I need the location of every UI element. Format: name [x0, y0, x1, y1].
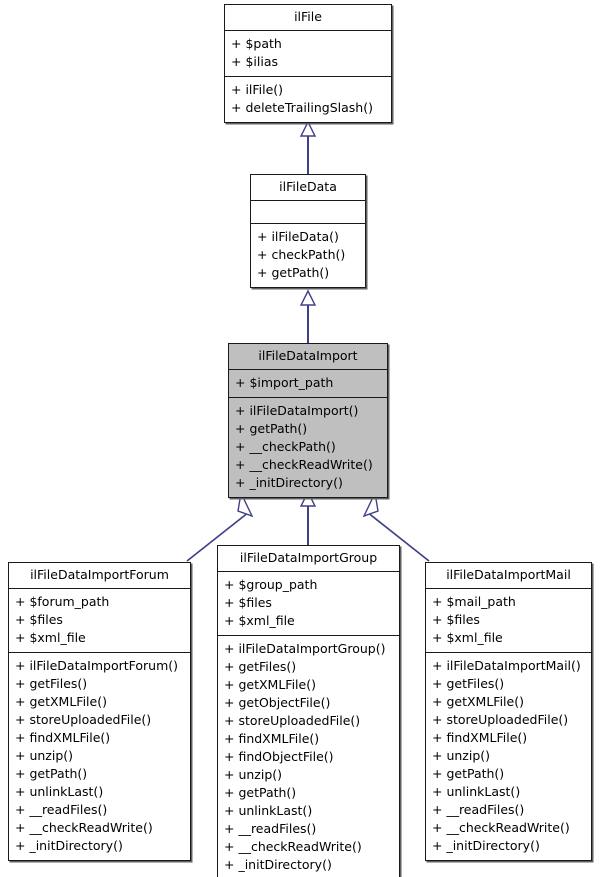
- method-row: + getPath(): [432, 766, 505, 781]
- class-separator: [9, 588, 190, 589]
- attributes-compartment-ilFileDataImport: + $import_path: [229, 370, 387, 397]
- method-row: + unlinkLast(): [432, 784, 521, 799]
- method-row: + __checkReadWrite(): [224, 839, 362, 854]
- method-row: + __checkReadWrite(): [432, 820, 570, 835]
- method-row: + unzip(): [15, 748, 74, 763]
- method-row: + storeUploadedFile(): [224, 713, 361, 728]
- class-box-ilFileDataImportForum[interactable]: ilFileDataImportForum + $forum_path + $f…: [8, 562, 191, 861]
- method-row: + getXMLFile(): [224, 677, 316, 692]
- method-row: + _initDirectory(): [15, 838, 123, 853]
- methods-compartment-ilFile: + ilFile() + deleteTrailingSlash(): [225, 77, 391, 122]
- method-row: + __readFiles(): [432, 802, 525, 817]
- method-row: + getPath(): [257, 265, 330, 280]
- method-row: + _initDirectory(): [224, 857, 332, 872]
- method-row: + storeUploadedFile(): [432, 712, 569, 727]
- class-name-ilFileDataImportGroup: ilFileDataImportGroup: [239, 550, 378, 565]
- method-row: + _initDirectory(): [235, 475, 343, 490]
- method-row: + getPath(): [235, 421, 308, 436]
- class-separator: [229, 369, 387, 370]
- method-row: + __checkReadWrite(): [235, 457, 373, 472]
- methods-compartment-ilFileDataImportGroup: + ilFileDataImportGroup() + getFiles() +…: [218, 636, 399, 877]
- class-box-ilFileDataImport[interactable]: ilFileDataImport + $import_path + ilFile…: [228, 343, 388, 498]
- attribute-row: + $forum_path: [15, 594, 110, 609]
- method-row: + getPath(): [15, 766, 88, 781]
- method-row: + storeUploadedFile(): [15, 712, 152, 727]
- class-separator: [426, 652, 591, 653]
- method-row: + checkPath(): [257, 247, 346, 262]
- method-row: + getXMLFile(): [432, 694, 524, 709]
- methods-compartment-ilFileDataImportMail: + ilFileDataImportMail() + getFiles() + …: [426, 653, 591, 860]
- attribute-row: + $xml_file: [224, 613, 295, 628]
- class-name-ilFileData: ilFileData: [279, 179, 337, 194]
- class-separator: [251, 223, 365, 224]
- method-row: + __checkPath(): [235, 439, 336, 454]
- edge-ilFileDataImport-to-ilFileData: [299, 289, 317, 343]
- class-box-ilFile[interactable]: ilFile + $path + $ilias + ilFile() + del…: [224, 4, 392, 123]
- attributes-compartment-ilFileData: [251, 201, 365, 223]
- method-row: + getFiles(): [432, 676, 505, 691]
- method-row: + findObjectFile(): [224, 749, 334, 764]
- class-box-ilFileDataImportMail[interactable]: ilFileDataImportMail + $mail_path + $fil…: [425, 562, 592, 861]
- attribute-row: + $path: [231, 36, 282, 51]
- class-name-ilFile: ilFile: [294, 9, 322, 24]
- method-row: + unzip(): [432, 748, 491, 763]
- method-row: + getPath(): [224, 785, 297, 800]
- class-separator: [218, 571, 399, 572]
- attribute-row: + $files: [432, 612, 480, 627]
- attributes-compartment-ilFileDataImportForum: + $forum_path + $files + $xml_file: [9, 589, 190, 652]
- attribute-row: + $mail_path: [432, 594, 516, 609]
- method-row: + _initDirectory(): [432, 838, 540, 853]
- method-row: + ilFileDataImport(): [235, 403, 359, 418]
- method-row: + ilFile(): [231, 82, 284, 97]
- method-row: + __readFiles(): [15, 802, 108, 817]
- class-separator: [218, 635, 399, 636]
- edge-ilFileDataImportGroup-to-ilFileDataImport: [299, 490, 317, 545]
- attribute-row: + $files: [224, 595, 272, 610]
- method-row: + ilFileDataImportMail(): [432, 658, 581, 673]
- methods-compartment-ilFileData: + ilFileData() + checkPath() + getPath(): [251, 224, 365, 287]
- method-row: + getFiles(): [224, 659, 297, 674]
- methods-compartment-ilFileDataImportForum: + ilFileDataImportForum() + getFiles() +…: [9, 653, 190, 860]
- method-row: + __readFiles(): [224, 821, 317, 836]
- attribute-row: + $xml_file: [15, 630, 86, 645]
- attribute-row: + $group_path: [224, 577, 318, 592]
- method-row: + findXMLFile(): [224, 731, 320, 746]
- attributes-compartment-ilFile: + $path + $ilias: [225, 31, 391, 76]
- method-row: + ilFileData(): [257, 229, 339, 244]
- edge-ilFileData-to-ilFile: [299, 120, 317, 174]
- class-name-ilFileDataImportForum: ilFileDataImportForum: [30, 567, 169, 582]
- class-box-ilFileDataImportGroup[interactable]: ilFileDataImportGroup + $group_path + $f…: [217, 545, 400, 877]
- method-row: + ilFileDataImportForum(): [15, 658, 179, 673]
- method-row: + unzip(): [224, 767, 283, 782]
- class-separator: [251, 200, 365, 201]
- method-row: + findXMLFile(): [15, 730, 111, 745]
- method-row: + unlinkLast(): [224, 803, 313, 818]
- class-separator: [225, 30, 391, 31]
- method-row: + getObjectFile(): [224, 695, 331, 710]
- method-row: + deleteTrailingSlash(): [231, 100, 373, 115]
- method-row: + findXMLFile(): [432, 730, 528, 745]
- attributes-compartment-ilFileDataImportGroup: + $group_path + $files + $xml_file: [218, 572, 399, 635]
- class-name-ilFileDataImport: ilFileDataImport: [258, 348, 358, 363]
- class-separator: [225, 76, 391, 77]
- class-separator: [229, 397, 387, 398]
- class-separator: [9, 652, 190, 653]
- method-row: + getFiles(): [15, 676, 88, 691]
- class-box-ilFileData[interactable]: ilFileData + ilFileData() + checkPath() …: [250, 174, 366, 288]
- class-name-ilFileDataImportMail: ilFileDataImportMail: [446, 567, 571, 582]
- attribute-row: + $import_path: [235, 375, 334, 390]
- attribute-row: + $ilias: [231, 54, 278, 69]
- method-row: + __checkReadWrite(): [15, 820, 153, 835]
- attributes-compartment-ilFileDataImportMail: + $mail_path + $files + $xml_file: [426, 589, 591, 652]
- method-row: + getXMLFile(): [15, 694, 107, 709]
- methods-compartment-ilFileDataImport: + ilFileDataImport() + getPath() + __che…: [229, 398, 387, 497]
- class-separator: [426, 588, 591, 589]
- method-row: + ilFileDataImportGroup(): [224, 641, 386, 656]
- attribute-row: + $files: [15, 612, 63, 627]
- method-row: + unlinkLast(): [15, 784, 104, 799]
- attribute-row: + $xml_file: [432, 630, 503, 645]
